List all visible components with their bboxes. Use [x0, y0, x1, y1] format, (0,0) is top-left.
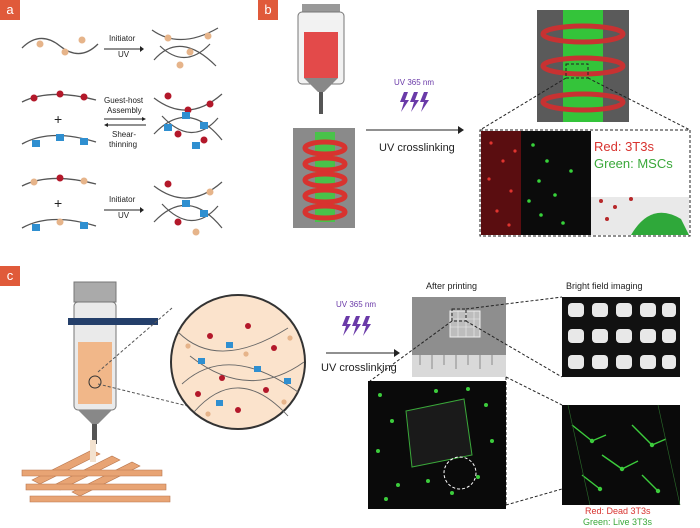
- svg-text:+: +: [54, 195, 62, 211]
- panel-c-legend-red: Red: Dead 3T3s: [585, 506, 651, 516]
- panel-a-badge: a: [0, 0, 20, 20]
- panel-a-row3-uv: UV: [118, 211, 130, 220]
- panel-c-uv-wavelength: UV 365 nm: [336, 300, 377, 309]
- panel-c-live-dead-image: [368, 381, 506, 509]
- panel-a-row2-guest-host: Guest-host: [104, 96, 144, 105]
- panel-a-row2-shear: Shear-: [112, 130, 137, 139]
- svg-text:+: +: [54, 111, 62, 127]
- panel-a-row2-assembly: Assembly: [107, 106, 142, 115]
- panel-a-row2-host-guest-polymers: +: [21, 90, 97, 147]
- panel-b-syringe: [297, 4, 345, 114]
- panel-c-badge: c: [0, 266, 20, 286]
- panel-b-uv-wavelength: UV 365 nm: [394, 78, 435, 87]
- panel-c-uv-crosslinking: UV crosslinking: [321, 362, 397, 374]
- panel-a-row1-initiator: Initiator: [109, 34, 136, 43]
- panel-b-legend-red: Red: 3T3s: [594, 139, 654, 154]
- panel-c-zoom-circle: [97, 294, 306, 430]
- panel-c-zoom-connectors: [369, 296, 563, 506]
- panel-b-printed-helix: [293, 128, 355, 228]
- panel-a-row2-thinning: thinning: [109, 140, 138, 149]
- panel-c-after-printing-photo: [412, 297, 506, 377]
- panel-a-row3-network: [153, 180, 223, 236]
- panel-a-row2-network: [153, 92, 223, 149]
- panel-b-legend-green: Green: MSCs: [594, 156, 673, 171]
- panel-c-legend-green: Green: Live 3T3s: [583, 517, 653, 527]
- panel-a-row1-network: [151, 27, 219, 69]
- lightning-icon: [400, 92, 429, 112]
- panel-b-zoom-lines: [479, 63, 691, 237]
- panel-a-row3-polymers: +: [21, 174, 97, 231]
- panel-a-row1-arrow: [104, 46, 144, 52]
- panel-a-row2-reversible-arrow: [104, 117, 146, 127]
- panel-c-syringe: [68, 281, 158, 444]
- panel-b-3d-render: [537, 10, 629, 122]
- panel-b-uv-crosslinking: UV crosslinking: [379, 142, 455, 154]
- panel-b-process-arrow: [366, 126, 464, 134]
- panel-c-bright-field-image: [562, 297, 680, 377]
- panel-a-row3-arrow: [104, 207, 144, 213]
- panel-c-live-dead-zoom: [562, 404, 681, 506]
- panel-b-fluorescence-image: [481, 131, 689, 235]
- panel-a-row1-left-polymer: [21, 36, 99, 56]
- panel-a-row3-initiator: Initiator: [109, 195, 136, 204]
- panel-b-badge: b: [258, 0, 278, 20]
- panel-c-printed-lattice: [21, 440, 171, 503]
- panel-c-after-printing-title: After printing: [426, 281, 478, 291]
- panel-a-row1-uv: UV: [118, 50, 130, 59]
- lightning-icon: [342, 316, 371, 336]
- panel-c-process-arrow: [326, 349, 400, 357]
- panel-c-bright-field-title: Bright field imaging: [566, 281, 643, 291]
